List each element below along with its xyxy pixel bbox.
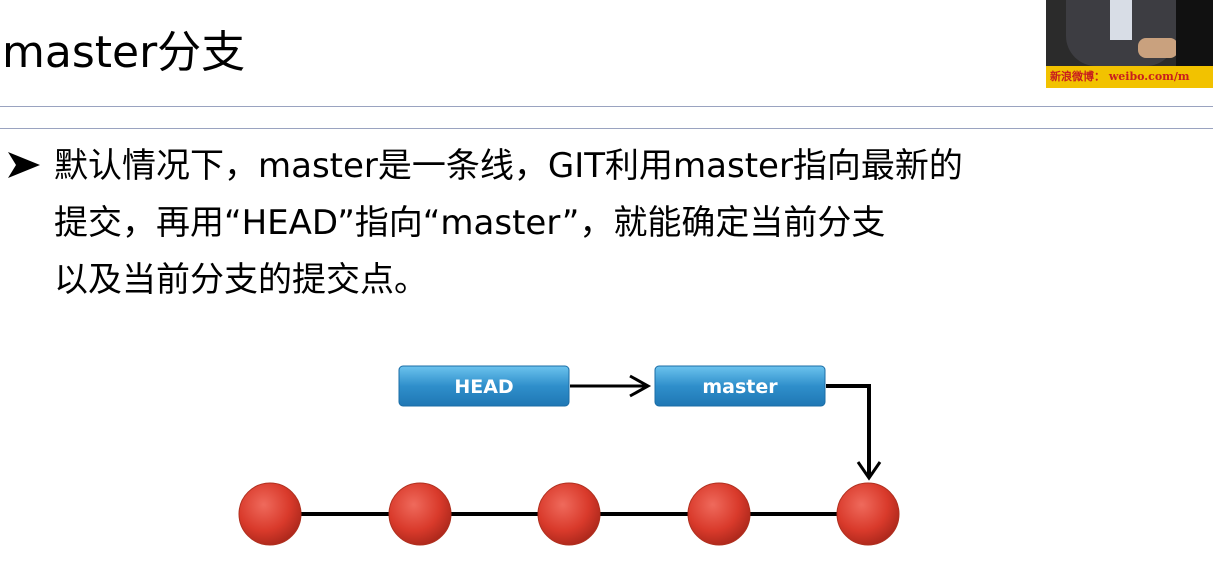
master-branch-box: [654, 365, 826, 407]
commit-node-1: [238, 482, 302, 546]
presenter-hand: [1138, 38, 1178, 58]
weibo-banner: 新浪微博： weibo.com/m: [1046, 66, 1213, 88]
master-to-commit-arrow: [826, 384, 871, 476]
head-label: HEAD: [454, 376, 513, 398]
master-label: master: [702, 376, 778, 398]
monitor: [1176, 0, 1213, 66]
commit-node-3: [537, 482, 601, 546]
bullet-text: 默认情况下，master是一条线，GIT利用master指向最新的 提交，再用“…: [54, 146, 963, 300]
slide-title: master分支: [2, 27, 246, 78]
arrowhead-icon: [629, 374, 652, 398]
title-divider-top: [0, 106, 1213, 107]
presenter-video: 新浪微博： weibo.com/m: [1046, 0, 1213, 88]
commit-node-4: [687, 482, 751, 546]
bullet-arrow-icon: [8, 152, 40, 178]
arrowhead-down-icon: [856, 461, 882, 481]
presenter-shirt: [1110, 0, 1132, 40]
commit-node-2: [388, 482, 452, 546]
commit-node-5: [836, 482, 900, 546]
head-pointer-box: [398, 365, 570, 407]
title-divider-bottom: [0, 128, 1213, 129]
